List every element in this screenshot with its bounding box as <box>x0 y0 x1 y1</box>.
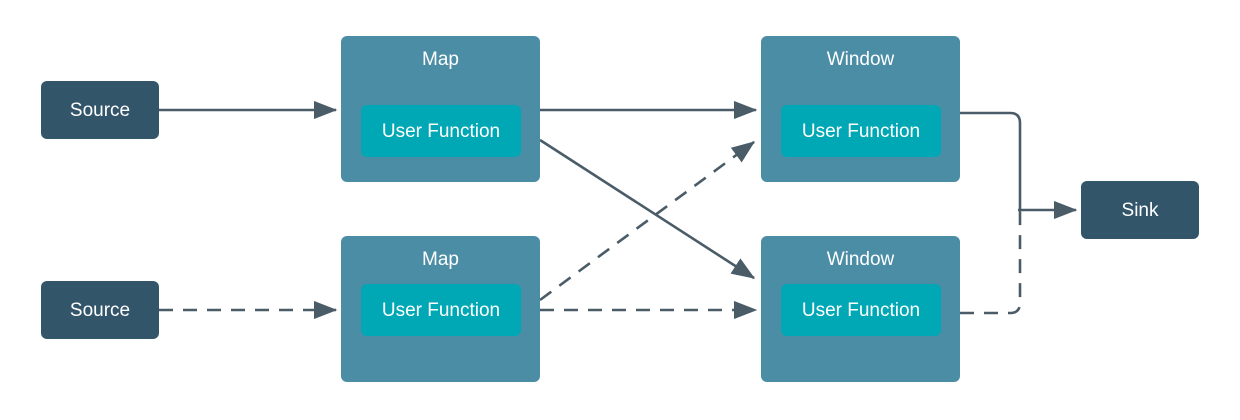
node-map-top-user-function-label: User Function <box>381 120 501 142</box>
node-window-top-user-function[interactable]: User Function <box>781 105 941 157</box>
node-sink[interactable]: Sink <box>1081 181 1199 239</box>
edge-window-bottom-to-junction <box>960 210 1022 315</box>
node-window-bottom[interactable]: Window User Function <box>761 236 960 382</box>
node-map-bottom[interactable]: Map User Function <box>341 236 540 382</box>
node-map-bottom-user-function-label: User Function <box>381 299 501 321</box>
edge-map-top-to-window-bottom <box>539 138 756 280</box>
node-map-bottom-title: Map <box>422 248 459 270</box>
node-window-top-user-function-label: User Function <box>801 120 921 142</box>
node-map-top[interactable]: Map User Function <box>341 36 540 182</box>
edge-window-top-to-sink <box>960 111 1022 210</box>
node-window-bottom-user-function-label: User Function <box>801 299 921 321</box>
node-window-bottom-user-function[interactable]: User Function <box>781 284 941 336</box>
node-window-bottom-title: Window <box>826 248 895 270</box>
node-window-top[interactable]: Window User Function <box>761 36 960 182</box>
edge-map-bottom-to-window-top <box>539 140 756 302</box>
node-map-bottom-user-function[interactable]: User Function <box>361 284 521 336</box>
node-source-bottom[interactable]: Source <box>41 281 159 339</box>
node-source-top-label: Source <box>69 99 131 121</box>
node-sink-label: Sink <box>1121 199 1159 221</box>
node-map-top-title: Map <box>422 48 459 70</box>
node-source-top[interactable]: Source <box>41 81 159 139</box>
node-map-top-user-function[interactable]: User Function <box>361 105 521 157</box>
node-source-bottom-label: Source <box>69 299 131 321</box>
node-window-top-title: Window <box>826 48 895 70</box>
